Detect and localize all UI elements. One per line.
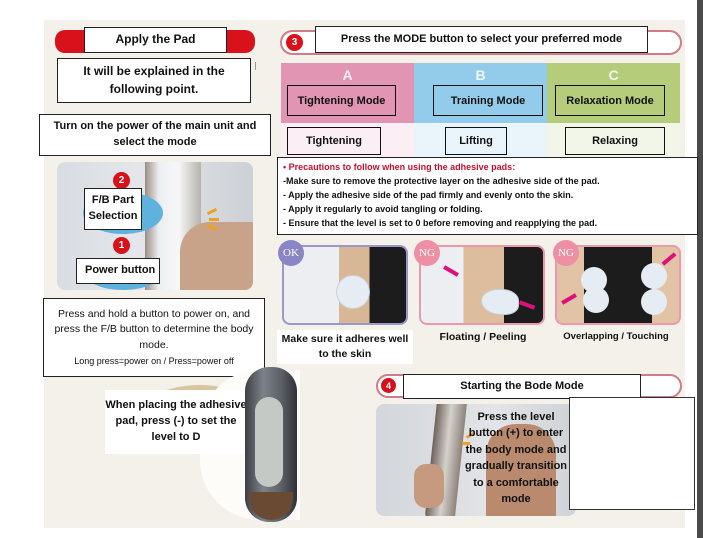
mode-section-title: Press the MODE button to select your pre…: [315, 26, 648, 53]
apply-pad-title: Apply the Pad: [84, 27, 227, 53]
press-indicator-icon: [209, 218, 219, 221]
pink-arrow-icon: [661, 252, 677, 266]
step-number-badge: 3: [286, 34, 303, 51]
power-toggle-note: Long press=power on / Press=power off: [74, 355, 234, 366]
step-number-badge: 2: [113, 172, 130, 189]
adhesive-pad: [481, 289, 519, 315]
adhesive-pad: [583, 287, 609, 313]
power-button-callout: Power button: [76, 258, 160, 284]
handheld-device-image: [245, 367, 297, 522]
precaution-item: -Make sure to remove the protective laye…: [283, 175, 600, 186]
example-photo-ok: [282, 245, 408, 325]
caption-ok: Make sure it adheres well to the skin: [277, 330, 413, 364]
ng-badge: NG: [553, 240, 579, 266]
precaution-item: - Apply it regularly to avoid tangling o…: [283, 203, 483, 214]
explanation-note: It will be explained in the following po…: [57, 58, 251, 103]
mode-name-tightening: Tightening Mode: [287, 85, 396, 116]
decorative-mark: [255, 62, 258, 70]
example-photo-overlapping: [555, 245, 681, 325]
start-mode-instructions: Press the level button (+) to enter the …: [464, 410, 568, 506]
start-mode-title: Starting the Bode Mode: [403, 374, 641, 399]
pink-arrow-icon: [518, 300, 536, 310]
blank-text-box: [569, 397, 695, 510]
press-indicator-icon: [206, 208, 218, 215]
precautions-heading: • Precautions to follow when using the a…: [283, 162, 516, 172]
power-instructions-text: Press and hold a button to power on, and…: [54, 308, 254, 351]
mode-letter: A: [342, 67, 353, 83]
mode-effect-relaxing: Relaxing: [565, 127, 665, 155]
scrollbar[interactable]: [697, 0, 703, 538]
finger: [486, 424, 556, 516]
precaution-item: - Apply the adhesive side of the pad fir…: [283, 189, 574, 200]
pink-arrow-icon: [443, 265, 459, 277]
mode-name-relaxation: Relaxation Mode: [555, 85, 665, 116]
mode-effect-lifting: Lifting: [445, 127, 507, 155]
ng-badge: NG: [414, 240, 440, 266]
adhesive-pad: [641, 263, 667, 289]
fb-part-selection-callout: F/B Part Selection: [84, 188, 142, 230]
ok-badge: OK: [278, 240, 304, 266]
step-number-badge: 1: [113, 237, 130, 254]
device-base: [249, 492, 293, 520]
precaution-item: - Ensure that the level is set to 0 befo…: [283, 217, 598, 228]
start-mode-photo: [376, 404, 576, 516]
example-photo-floating: [419, 245, 545, 325]
mode-name-training: Training Mode: [433, 85, 543, 116]
hand: [414, 464, 444, 508]
power-instructions-box: Press and hold a button to power on, and…: [43, 298, 265, 377]
adhesive-pad: [336, 275, 370, 309]
precautions-box: • Precautions to follow when using the a…: [277, 157, 698, 235]
power-step-title: Turn on the power of the main unit and s…: [39, 114, 271, 156]
mode-letter: B: [475, 67, 486, 83]
caption-overlapping: Overlapping / Touching: [563, 331, 669, 342]
pink-arrow-icon: [561, 293, 577, 305]
level-note: When placing the adhesive pad, press (-)…: [105, 390, 247, 454]
adhesive-pad: [641, 289, 667, 315]
press-indicator-icon: [462, 442, 470, 445]
finger: [180, 222, 253, 290]
step-number-badge: 4: [381, 378, 396, 393]
caption-floating: Floating / Peeling: [439, 331, 527, 343]
mode-letter: C: [608, 67, 619, 83]
mode-effect-tightening: Tightening: [287, 127, 381, 155]
device-control-panel: [255, 397, 283, 487]
